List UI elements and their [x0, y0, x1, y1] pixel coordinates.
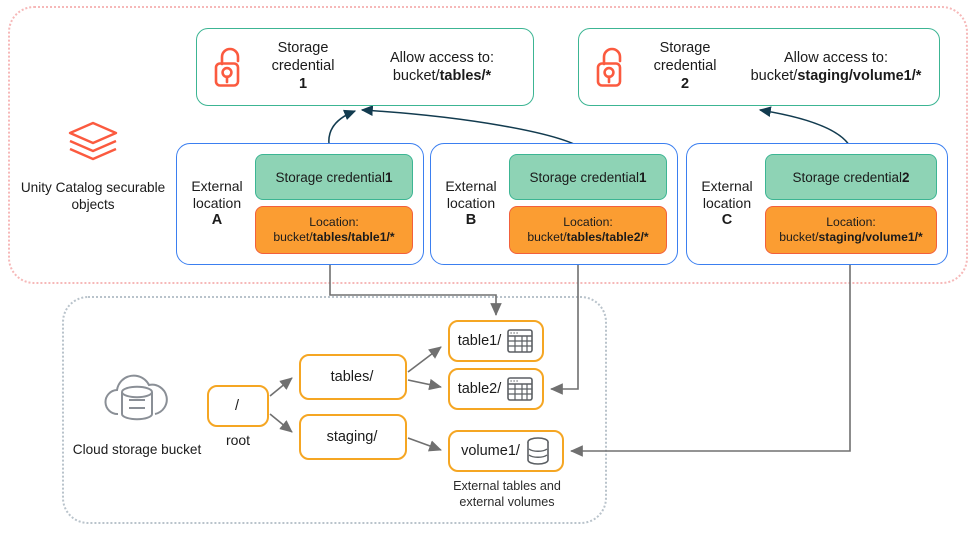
external-location-letter-c: C — [721, 212, 733, 229]
credential-name-2: Storage credential 2 — [637, 40, 733, 93]
bucket-node-root[interactable]: / — [207, 385, 269, 427]
cloud-storage-legend-label: Cloud storage bucket — [72, 442, 202, 457]
external-location-card-b[interactable]: External location B Storage credential 1… — [430, 143, 678, 265]
external-location-a-credential-chip[interactable]: Storage credential 1 — [255, 154, 413, 200]
open-padlock-icon — [211, 44, 249, 90]
external-location-card-c[interactable]: External location C Storage credential 2… — [686, 143, 948, 265]
external-location-a-location-chip[interactable]: Location: bucket/tables/table1/* — [255, 206, 413, 254]
external-location-b-location-chip[interactable]: Location: bucket/tables/table2/* — [509, 206, 667, 254]
credential-number-1: 1 — [298, 75, 308, 92]
bucket-node-table2[interactable]: table2/ — [448, 368, 544, 410]
credential-name-1: Storage credential 1 — [255, 40, 351, 93]
storage-credential-card-1[interactable]: Storage credential 1 Allow access to: bu… — [196, 28, 534, 106]
external-location-card-a[interactable]: External location A Storage credential 1… — [176, 143, 424, 265]
unity-catalog-legend: Unity Catalog securable objects — [18, 118, 168, 214]
credential-number-2: 2 — [680, 75, 690, 92]
credential-allow-access-2: Allow access to: bucket/staging/volume1/… — [750, 49, 922, 84]
bucket-root-caption: root — [225, 432, 251, 448]
external-location-letter-a: A — [211, 212, 223, 229]
volume-cylinder-icon — [525, 436, 551, 466]
table-grid-icon — [506, 328, 534, 354]
cloud-database-icon — [94, 374, 180, 434]
bucket-node-staging[interactable]: staging/ — [299, 414, 407, 460]
bucket-node-volume1[interactable]: volume1/ — [448, 430, 564, 472]
unity-catalog-legend-label: Unity Catalog securable objects — [20, 180, 166, 213]
external-location-c-location-chip[interactable]: Location: bucket/staging/volume1/* — [765, 206, 937, 254]
cloud-storage-legend: Cloud storage bucket — [62, 368, 212, 458]
external-location-label-b: External location B — [435, 178, 507, 230]
external-location-label-a: External location A — [181, 178, 253, 230]
external-location-letter-b: B — [465, 212, 477, 229]
open-padlock-icon — [593, 44, 631, 90]
credential-allow-access-1: Allow access to: bucket/tables/* — [390, 49, 494, 84]
external-location-label-c: External location C — [691, 178, 763, 230]
bucket-node-table1[interactable]: table1/ — [448, 320, 544, 362]
external-location-b-credential-chip[interactable]: Storage credential 1 — [509, 154, 667, 200]
databricks-layers-icon — [66, 121, 120, 172]
bucket-node-tables[interactable]: tables/ — [299, 354, 407, 400]
storage-credential-card-2[interactable]: Storage credential 2 Allow access to: bu… — [578, 28, 940, 106]
external-tables-volumes-caption: External tables and external volumes — [453, 479, 561, 510]
wire-extC-to-volume1 — [570, 265, 851, 457]
external-location-c-credential-chip[interactable]: Storage credential 2 — [765, 154, 937, 200]
table-grid-icon — [506, 376, 534, 402]
